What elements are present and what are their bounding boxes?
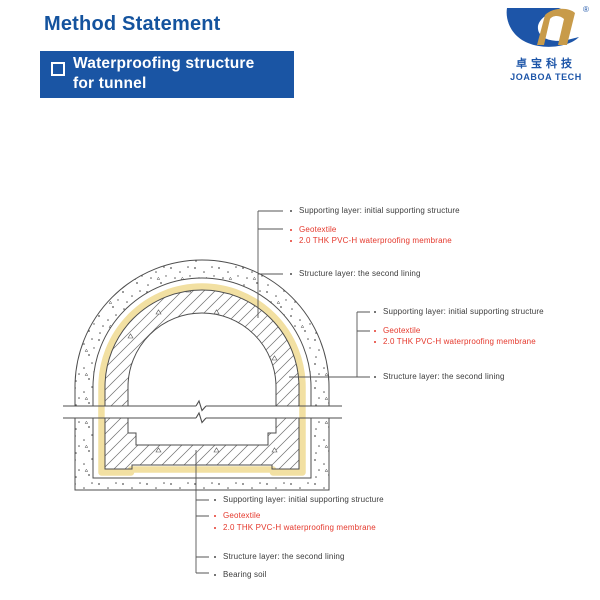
waterproofing-membrane-band: [98, 283, 306, 476]
bullet-icon: [290, 209, 292, 212]
callout-bottom-supporting-layer: Supporting layer: initial supporting str…: [214, 495, 384, 504]
second-lining-aggregate-marks: [105, 290, 299, 469]
callout-text: Geotextile: [383, 326, 421, 335]
callout-bottom-membrane: 2.0 THK PVC-H waterproofing membrane: [214, 523, 376, 532]
bullet-icon: [374, 329, 376, 332]
callout-text: Supporting layer: initial supporting str…: [383, 307, 544, 316]
callout-text: Supporting layer: initial supporting str…: [223, 495, 384, 504]
callout-middle-membrane: 2.0 THK PVC-H waterproofing membrane: [374, 337, 536, 346]
callout-text: Structure layer: the second lining: [299, 269, 421, 278]
bullet-icon: [290, 239, 292, 242]
bullet-icon: [214, 498, 216, 501]
banner-line-2: for tunnel: [73, 75, 147, 92]
bullet-icon: [214, 526, 216, 529]
page-title: Method Statement: [44, 13, 221, 35]
checkbox-icon: [51, 62, 65, 76]
logo-text-en: JOABOA TECH: [510, 72, 582, 82]
leader-top-bracket: [257, 210, 283, 318]
bullet-icon: [374, 310, 376, 313]
callout-text: Bearing soil: [223, 570, 267, 579]
bullet-icon: [214, 514, 216, 517]
ground-line-lower: [63, 411, 342, 424]
bullet-icon: [214, 573, 216, 576]
callout-text: Supporting layer: initial supporting str…: [299, 206, 460, 215]
callout-middle-supporting-layer: Supporting layer: initial supporting str…: [374, 307, 544, 316]
callout-text: 2.0 THK PVC-H waterproofing membrane: [383, 337, 536, 346]
banner-line-1: Waterproofing structure: [73, 55, 255, 72]
section-banner: Waterproofing structure for tunnel: [40, 51, 294, 98]
registered-mark: ®: [583, 5, 589, 14]
membrane-crossing-right: [299, 406, 306, 418]
callout-top-membrane: 2.0 THK PVC-H waterproofing membrane: [290, 236, 452, 245]
logo-text-cn: 卓宝科技: [516, 58, 576, 70]
bullet-icon: [290, 272, 292, 275]
callout-text: Geotextile: [223, 511, 261, 520]
callout-bottom-bearing-soil: Bearing soil: [214, 570, 267, 579]
membrane-crossing-left: [98, 406, 105, 418]
callout-text: Structure layer: the second lining: [223, 552, 345, 561]
callout-top-supporting-layer: Supporting layer: initial supporting str…: [290, 206, 460, 215]
leader-middle-bracket: [289, 311, 370, 378]
callout-middle-geotextile: Geotextile: [374, 326, 421, 335]
logo-mark-icon: ®: [506, 5, 589, 47]
leader-bottom-bracket: [195, 450, 209, 574]
section-banner-label: Waterproofing structure for tunnel: [73, 54, 254, 94]
company-logo: ® 卓宝科技 JOABOA TECH: [499, 3, 593, 82]
bullet-icon: [214, 555, 216, 558]
ground-line-upper: [63, 399, 342, 412]
bullet-icon: [374, 375, 376, 378]
callout-bottom-geotextile: Geotextile: [214, 511, 261, 520]
callout-text: Structure layer: the second lining: [383, 372, 505, 381]
bullet-icon: [290, 228, 292, 231]
supporting-structure-outline: [74, 259, 330, 491]
second-lining-outline: [104, 289, 300, 470]
ground-band: [63, 406, 342, 418]
callout-top-structure-layer: Structure layer: the second lining: [290, 269, 421, 278]
callout-bottom-structure-layer: Structure layer: the second lining: [214, 552, 345, 561]
callout-middle-structure-layer: Structure layer: the second lining: [374, 372, 505, 381]
callout-text: 2.0 THK PVC-H waterproofing membrane: [299, 236, 452, 245]
callout-text: Geotextile: [299, 225, 337, 234]
bullet-icon: [374, 340, 376, 343]
callout-text: 2.0 THK PVC-H waterproofing membrane: [223, 523, 376, 532]
callout-top-geotextile: Geotextile: [290, 225, 337, 234]
